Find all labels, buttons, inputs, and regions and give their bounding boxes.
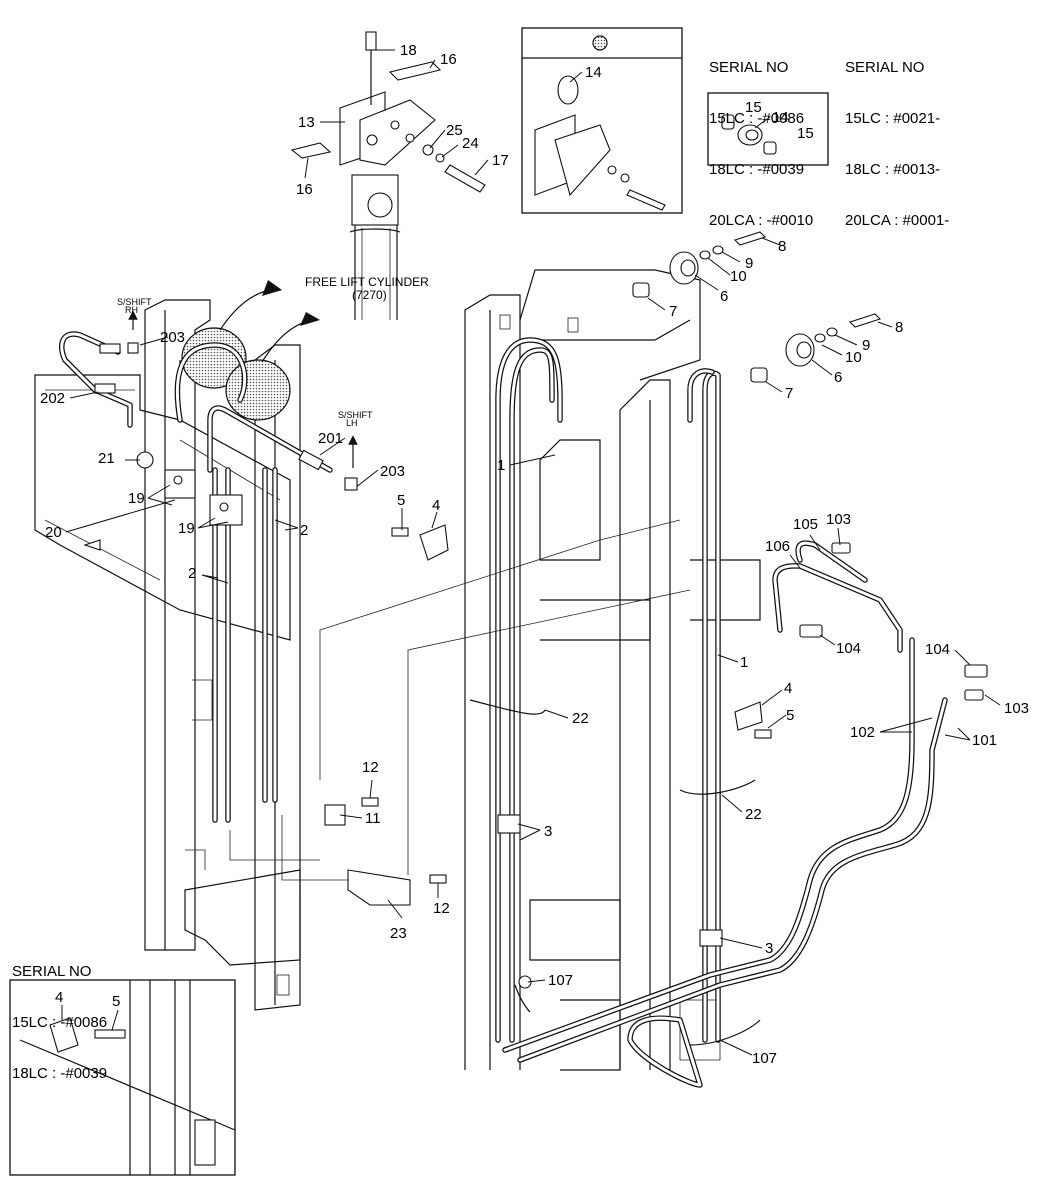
- part-label: 21: [98, 450, 115, 467]
- serial-line: 15LC : #0021-: [845, 110, 941, 127]
- part-label: 3: [544, 823, 552, 840]
- bracket-plates-13: [290, 31, 486, 193]
- part-label: 201: [318, 430, 343, 447]
- inset-box-bottom-left: [9, 979, 236, 1176]
- part-label: 14: [585, 64, 602, 81]
- part-label: 7: [785, 385, 793, 402]
- part-label: 5: [112, 993, 120, 1010]
- manifold-blocks: [83, 451, 243, 551]
- part-label: 5: [786, 707, 794, 724]
- part-label: 4: [784, 680, 792, 697]
- serial-line: 20LCA : #0001-: [845, 212, 950, 229]
- pulleys: [632, 231, 882, 383]
- part-label: 4: [432, 497, 440, 514]
- hoses-101-102: [502, 540, 948, 1088]
- free-lift-cylinder-ref: (7270): [352, 288, 387, 302]
- part-label: 9: [862, 337, 870, 354]
- s-shift-lh-label: S/SHIFT: [338, 410, 373, 420]
- right-mast: [464, 269, 761, 1071]
- s-shift-rh-sub: RH: [125, 305, 138, 315]
- annotation-texts: FREE LIFT CYLINDER (7270) S/SHIFT RH S/S…: [117, 275, 429, 428]
- serial-line: 18LC : #0013-: [845, 161, 941, 178]
- left-chain-reels: [174, 280, 320, 423]
- part-label: 107: [752, 1050, 777, 1067]
- hose-202: [59, 331, 133, 428]
- inset-box-top: [521, 27, 683, 214]
- serial-line: 15LC : -#0086: [709, 110, 805, 127]
- part-label: 101: [972, 732, 997, 749]
- part-label: 1: [497, 457, 505, 474]
- part-label: 6: [834, 369, 842, 386]
- serial-box-top-right: SERIAL NO 15LC : #0021- 18LC : #0013- 20…: [845, 25, 949, 246]
- part-label: 12: [433, 900, 450, 917]
- part-label: 16: [296, 181, 313, 198]
- serial-title: SERIAL NO: [709, 59, 789, 76]
- part-label: 103: [826, 511, 851, 528]
- part-label: 11: [365, 810, 381, 827]
- part-label: 102: [850, 724, 875, 741]
- part-label: 2: [188, 565, 196, 582]
- part-label: 3: [765, 940, 773, 957]
- part-label: 19: [128, 490, 145, 507]
- part-label: 2: [300, 522, 308, 539]
- serial-title: SERIAL NO: [12, 963, 92, 980]
- s-shift-rh-label: S/SHIFT: [117, 297, 152, 307]
- s-shift-lh-sub: LH: [346, 418, 358, 428]
- part-label: 105: [793, 516, 818, 533]
- part-label: 103: [1004, 700, 1029, 717]
- part-label: 104: [836, 640, 861, 657]
- part-label: 10: [845, 349, 862, 366]
- part-label: 9: [745, 255, 753, 272]
- hose-201: [207, 405, 333, 473]
- fittings-103-104: [799, 542, 988, 701]
- part-label: 202: [40, 390, 65, 407]
- s-shift-arrows: [127, 310, 358, 491]
- cable-ties: [469, 699, 761, 1046]
- part-label: 5: [397, 492, 405, 509]
- part-label: 13: [298, 114, 315, 131]
- serial-line: 18LC : -#0039: [12, 1065, 108, 1082]
- part-label: 15: [745, 99, 762, 116]
- inset-box-right: [707, 92, 829, 166]
- left-mast-hoses: [212, 467, 360, 881]
- part-label: 10: [730, 268, 747, 285]
- part-label: 25: [446, 122, 463, 139]
- part-label: 20: [45, 524, 62, 541]
- serial-line: 20LCA : -#0010: [709, 212, 814, 229]
- part-label: 23: [390, 925, 407, 942]
- part-label: 15: [797, 125, 814, 142]
- part-label: 19: [178, 520, 195, 537]
- part-label: 1: [740, 654, 748, 671]
- part-label: 203: [160, 329, 185, 346]
- part-label: 104: [925, 641, 950, 658]
- right-mast-hoses: [319, 337, 721, 1043]
- serial-box-top-left: SERIAL NO 15LC : -#0086 18LC : -#0039 20…: [709, 25, 813, 246]
- part-label: 6: [720, 288, 728, 305]
- part-label: 4: [55, 989, 63, 1006]
- part-label: 7: [669, 303, 677, 320]
- free-lift-cylinder: [349, 174, 401, 320]
- part-label: 203: [380, 463, 405, 480]
- part-label: 8: [895, 319, 903, 336]
- part-label: 16: [440, 51, 457, 68]
- part-label: 18: [400, 42, 417, 59]
- part-label: 12: [362, 759, 379, 776]
- serial-line: 15LC : -#0086: [12, 1014, 108, 1031]
- serial-box-bottom-left: SERIAL NO 15LC : -#0086 18LC : -#0039: [12, 929, 107, 1099]
- part-label: 107: [548, 972, 573, 989]
- part-label: 106: [765, 538, 790, 555]
- serial-title: SERIAL NO: [845, 59, 925, 76]
- part-label: 22: [572, 710, 589, 727]
- part-label: 24: [462, 135, 479, 152]
- free-lift-cylinder-label: FREE LIFT CYLINDER: [305, 275, 429, 289]
- part-label: 22: [745, 806, 762, 823]
- clamps-and-blocks: [324, 524, 772, 989]
- part-label: 14: [772, 109, 789, 126]
- part-number-labels: 18 16 13 25 24 17 16 14 15 14 15 8 9 10 …: [40, 42, 1029, 1067]
- serial-line: 18LC : -#0039: [709, 161, 805, 178]
- part-label: 8: [778, 238, 786, 255]
- leader-lines: [61, 49, 1001, 1056]
- part-label: 17: [492, 152, 509, 169]
